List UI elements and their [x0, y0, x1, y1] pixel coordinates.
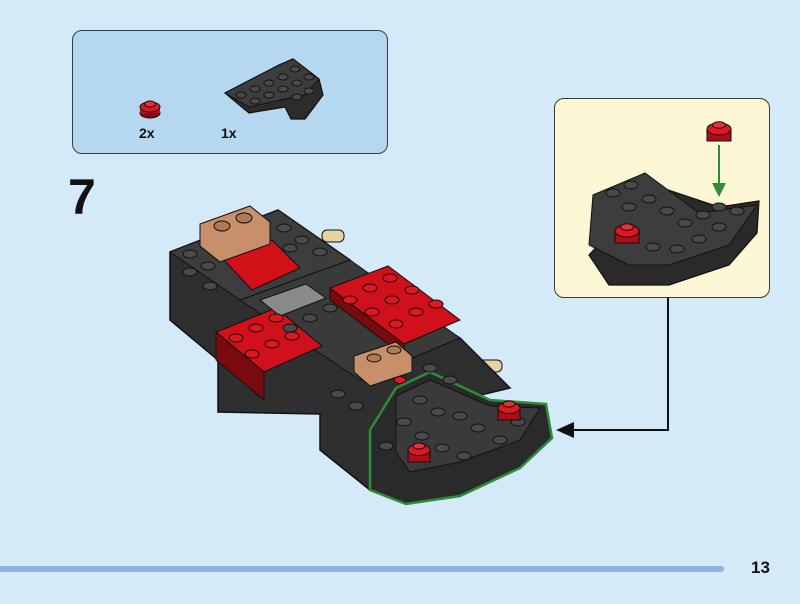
parts-list-box: 2x 1x — [72, 30, 388, 154]
footer-progress-bar — [0, 566, 724, 572]
round-plate-1x1-red-icon — [139, 100, 161, 119]
car-chassis-model — [168, 205, 554, 506]
sub-assembly-callout — [554, 98, 770, 298]
wedge-plate-callout-illustration — [588, 121, 760, 286]
step-number: 7 — [68, 169, 96, 225]
wedge-plate-black-icon — [223, 58, 324, 120]
page-number: 13 — [751, 558, 770, 577]
part-quantity-round-plate: 2x — [139, 125, 155, 141]
part-quantity-wedge-plate: 1x — [221, 125, 237, 141]
